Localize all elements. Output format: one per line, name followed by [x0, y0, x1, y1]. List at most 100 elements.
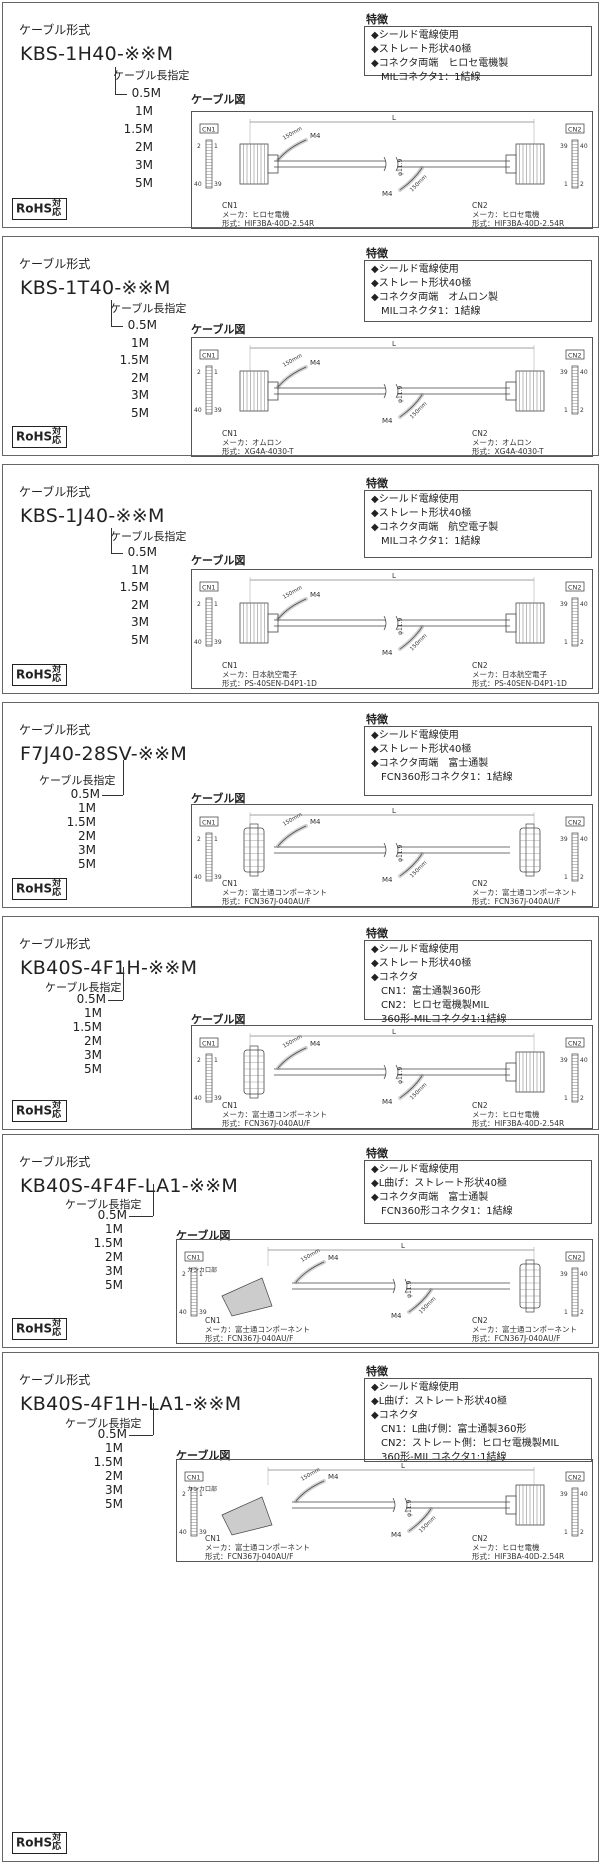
cn2-type: 形式：FCN367J-040AU/F	[472, 897, 561, 906]
length-option: 3M	[105, 1483, 123, 1497]
strain-relief	[267, 613, 279, 633]
pin-39-label: 39	[214, 407, 222, 414]
model-number: KB40S-4F1H-LA1-※※M	[20, 1393, 242, 1415]
pin-1-label: 1	[214, 836, 218, 843]
cable-break-mark	[383, 383, 399, 399]
length-tree-vertical	[123, 760, 124, 795]
cn1-caption-title: CN1	[205, 1316, 221, 1325]
features-title: 特徴	[366, 13, 388, 26]
length-option: 3M	[131, 388, 149, 402]
pin-strip-body	[205, 597, 213, 647]
pin-strip-body	[571, 139, 579, 189]
cn2-maker: メーカ：富士通コンポーネント	[472, 1325, 577, 1334]
cable-type-label: ケーブル形式	[19, 257, 91, 271]
features-title: 特徴	[366, 927, 388, 940]
pin-2-label: 2	[197, 1057, 201, 1064]
cn2-pin-strip	[571, 597, 579, 647]
rohs-text: RoHS	[16, 1103, 53, 1118]
cn1-label-box	[199, 349, 219, 360]
cable-type-label: ケーブル形式	[19, 1373, 91, 1387]
pin-1-label-right: 1	[564, 874, 568, 881]
connector-body	[519, 827, 541, 873]
feature-item: ◆コネクタ両端 富士通製	[371, 1192, 489, 1203]
cable-break-mark	[392, 1278, 408, 1294]
pin-39-label-right: 39	[560, 369, 568, 376]
cable-body	[292, 1282, 510, 1290]
diagram-title: ケーブル図	[191, 323, 246, 336]
mil-connector	[239, 143, 279, 185]
l-connector-cn1	[221, 1496, 273, 1536]
connector-flange	[249, 1045, 259, 1099]
length-option: 1.5M	[93, 1236, 123, 1250]
cn2-maker: メーカ：富士通コンポーネント	[472, 888, 577, 897]
length-tree-vertical	[111, 528, 112, 553]
cable-break-mark	[383, 615, 399, 631]
cn2-type: 形式：HIF3BA-40D-2.54R	[472, 1552, 565, 1561]
cn1-type: 形式：FCN367J-040AU/F	[222, 897, 311, 906]
drain-wire-cn2-outline	[399, 167, 423, 191]
pin-strip-body	[571, 1267, 579, 1317]
cn1-caption-title: CN1	[222, 201, 238, 210]
cn1-caption-title: CN1	[222, 1101, 238, 1110]
diagram-title: ケーブル図	[176, 1449, 231, 1462]
cn2-label: CN2	[568, 819, 582, 827]
cable-break-mark	[383, 1064, 399, 1080]
pin-2-label-right: 2	[580, 407, 584, 414]
mil-connector	[505, 143, 545, 185]
pin-strip-body	[571, 597, 579, 647]
drain-wire-cn1	[276, 824, 308, 848]
connector-body	[243, 1049, 265, 1095]
length-tree-horizontal	[111, 553, 123, 554]
feature-item: 360形-MILコネクタ1:1結線	[371, 1452, 507, 1463]
m4-label-cn2: M4	[382, 190, 393, 198]
cn1-maker: メーカ：富士通コンポーネント	[205, 1543, 310, 1552]
model-number: KB40S-4F1H-※※M	[20, 957, 198, 979]
rohs-text: RoHS	[16, 1321, 53, 1336]
pin-40-label-right: 40	[580, 601, 588, 608]
feature-item: ◆シールド電線使用	[371, 264, 459, 275]
length-option: 1.5M	[123, 122, 153, 136]
length-option: 0.5M	[127, 318, 157, 332]
connector-flange	[249, 823, 259, 877]
cn1-pin-strip	[205, 365, 213, 415]
m4-label-cn2: M4	[391, 1531, 402, 1539]
pin-2-label-right: 2	[580, 1309, 584, 1316]
cn1-label: CN1	[202, 1040, 216, 1048]
pin-40-label: 40	[194, 1095, 202, 1102]
m4-label-cn1: M4	[328, 1254, 339, 1262]
cable-break-mark	[392, 1497, 408, 1513]
drain-len-cn2: 150mm	[418, 1515, 437, 1534]
drain-len-cn2: 150mm	[409, 174, 428, 193]
length-option: 2M	[135, 140, 153, 154]
length-option: 0.5M	[127, 545, 157, 559]
hood-label: カンカ口部	[187, 1266, 217, 1274]
drain-wire-cn1-outline	[277, 598, 307, 620]
length-option: 1M	[105, 1441, 123, 1455]
features-box: ◆シールド電線使用◆ストレート形状40極◆コネクタ両端 ヒロセ電機製 MILコネ…	[364, 26, 592, 83]
diameter-label: φ11.9	[397, 1067, 404, 1085]
length-option: 1M	[105, 1222, 123, 1236]
pin-39-label-right: 39	[560, 1271, 568, 1278]
drain-wire-cn2-outline	[399, 626, 423, 650]
cn2-type: 形式：PS-40SEN-D4P1-1D	[472, 679, 567, 688]
cn1-maker: メーカ：富士通コンポーネント	[205, 1325, 310, 1334]
pin-39-label-right: 39	[560, 143, 568, 150]
length-tree-horizontal	[102, 795, 123, 796]
length-option: 5M	[105, 1278, 123, 1292]
length-option: 0.5M	[76, 992, 106, 1006]
pin-39-label-right: 39	[560, 836, 568, 843]
fcn-connector	[519, 1259, 541, 1313]
cn1-type: 形式：XG4A-4030-T	[222, 447, 294, 456]
pin-2-label: 2	[197, 143, 201, 150]
fcn-connector	[519, 823, 541, 877]
rohs-badge: RoHS対応	[12, 1832, 68, 1854]
length-L-label: L	[392, 572, 396, 580]
m4-label-cn1: M4	[310, 359, 321, 367]
length-option: 2M	[131, 597, 149, 612]
